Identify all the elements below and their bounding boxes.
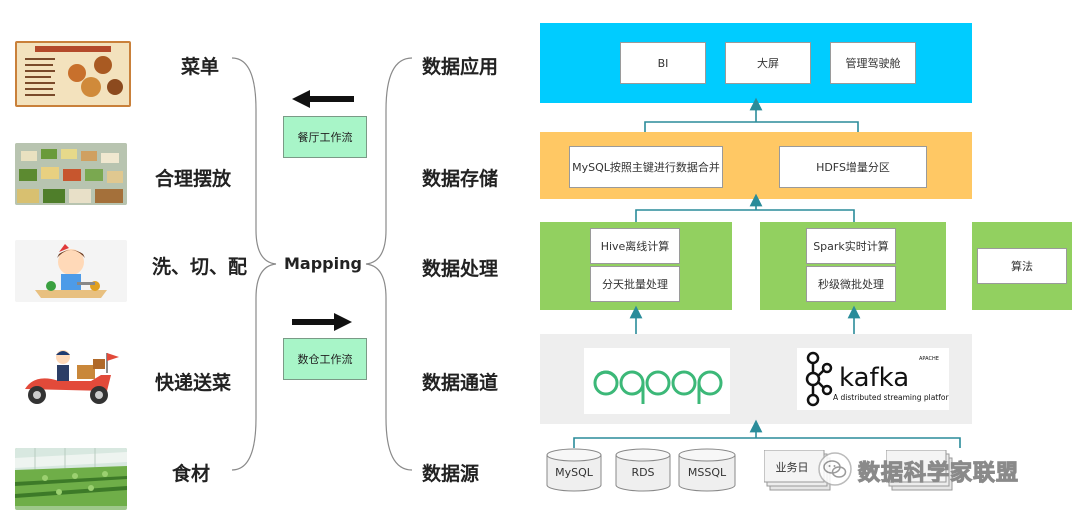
app-bigscreen-box: 大屏: [725, 42, 811, 84]
hive-offline-box: Hive离线计算: [590, 228, 680, 264]
source-rds-cylinder: RDS: [615, 448, 671, 492]
source-mysql-cylinder: MySQL: [546, 448, 602, 492]
left-label-delivery: 快递送菜: [155, 372, 232, 394]
microbatch-box: 秒级微批处理: [806, 266, 896, 302]
kafka-logo: APACHE kafka A distributed streaming pla…: [797, 348, 949, 410]
app-dashboard-box: 管理驾驶舱: [830, 42, 916, 84]
kafka-name-text: kafka: [839, 363, 909, 393]
cook-prep-image: [15, 240, 127, 302]
source-rds-label: RDS: [631, 466, 655, 479]
left-label-arrangement: 合理摆放: [155, 168, 232, 190]
left-label-menu: 菜单: [181, 56, 220, 78]
spark-realtime-box: Spark实时计算: [806, 228, 896, 264]
menu-board-image: [15, 41, 131, 107]
layer-label-storage: 数据存储: [422, 168, 499, 190]
source-mysql-label: MySQL: [555, 466, 593, 479]
kafka-apache-text: APACHE: [919, 356, 939, 362]
delivery-scooter-image: [15, 345, 127, 407]
storage-mysql-merge-box: MySQL按照主键进行数据合并: [569, 146, 723, 188]
watermark-text: 数据科学家联盟: [857, 461, 1020, 487]
storage-hdfs-partition-box: HDFS增量分区: [779, 146, 927, 188]
source-mssql-label: MSSQL: [687, 466, 727, 479]
source-business-log-label: 业务日: [775, 461, 809, 474]
layer-label-channel: 数据通道: [422, 372, 499, 394]
daily-batch-box: 分天批量处理: [590, 266, 680, 302]
greenhouse-image: [15, 448, 127, 510]
layer-label-processing: 数据处理: [422, 258, 499, 280]
app-bi-box: BI: [620, 42, 706, 84]
wechat-icon: [818, 452, 852, 486]
restaurant-workflow-box: 餐厅工作流: [283, 116, 367, 158]
source-extra-stack: [885, 449, 956, 492]
algorithm-box: 算法: [977, 248, 1067, 284]
food-display-image: [15, 143, 127, 205]
left-label-ingredients: 食材: [172, 463, 211, 485]
layer-label-application: 数据应用: [422, 56, 499, 78]
warehouse-workflow-box: 数仓工作流: [283, 338, 367, 380]
mapping-label: Mapping: [284, 254, 362, 273]
kafka-tagline-text: A distributed streaming platform: [833, 393, 949, 402]
left-label-prep: 洗、切、配: [152, 256, 248, 278]
sqoop-logo: [584, 348, 730, 414]
layer-label-source: 数据源: [422, 463, 480, 485]
source-mssql-cylinder: MSSQL: [678, 448, 736, 492]
